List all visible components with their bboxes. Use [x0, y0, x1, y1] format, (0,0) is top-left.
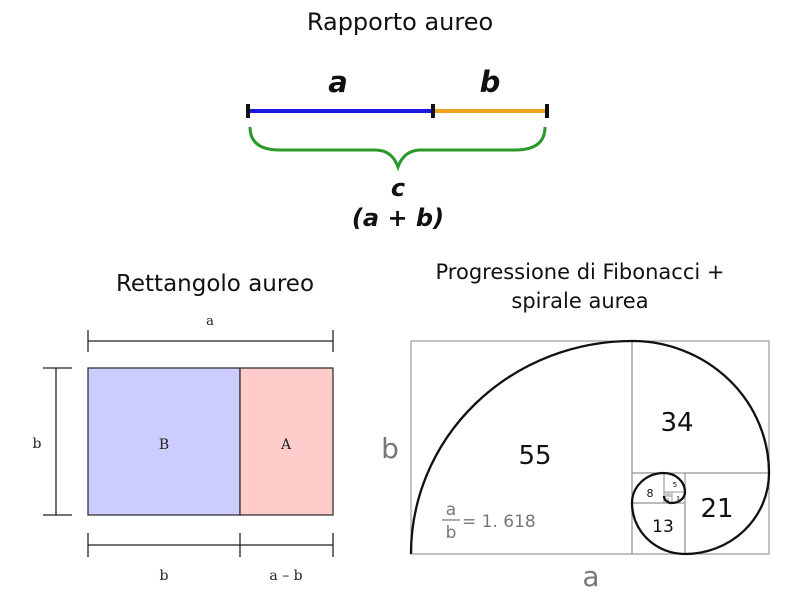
- dim-bottom-left-label: b: [160, 568, 169, 584]
- dim-bottom-right-label: a – b: [269, 568, 302, 584]
- golden-ratio-segment: a b c (a + b): [246, 65, 549, 232]
- square-b: [87, 367, 241, 516]
- fibonacci-title-line1: Progressione di Fibonacci +: [435, 260, 725, 284]
- fibonacci-title-line2: spirale aurea: [511, 289, 649, 313]
- ratio-numerator: a: [446, 500, 456, 520]
- fib-label-21: 21: [700, 494, 733, 524]
- label-sum: (a + b): [352, 204, 444, 232]
- fib-side-label: b: [381, 432, 399, 465]
- golden-rectangle-title: Rettangolo aureo: [115, 271, 315, 297]
- label-c: c: [391, 174, 405, 202]
- fib-label-55: 55: [518, 441, 551, 471]
- golden-ratio-title: Rapporto aureo: [306, 8, 494, 36]
- fib-label-1: 1: [665, 492, 667, 496]
- label-b: b: [480, 65, 501, 99]
- fib-label-2: 2: [667, 498, 670, 503]
- dim-left-label: b: [33, 436, 42, 452]
- rectangle-a-label: A: [280, 437, 292, 453]
- sum-brace: [248, 126, 547, 172]
- ratio-denominator: b: [446, 523, 457, 543]
- square-b-label: B: [159, 437, 169, 453]
- fibonacci-diagram: 55 34 21 13 8 5 3 2 1 1 b a a b = 1. 618: [381, 339, 771, 593]
- fib-square-1b: [667, 491, 673, 497]
- fib-label-8: 8: [647, 487, 654, 500]
- rectangle-a: [239, 367, 334, 516]
- fib-label-1b: 1: [669, 492, 671, 496]
- fib-square-34: [631, 340, 770, 474]
- golden-spiral: [409, 339, 771, 556]
- ratio-value: = 1. 618: [462, 512, 536, 532]
- dim-top-label: a: [206, 314, 214, 329]
- golden-rectangle: a b B A b a – b: [33, 314, 334, 584]
- fib-label-5: 5: [673, 481, 677, 489]
- fib-label-3: 3: [676, 496, 679, 502]
- fib-label-34: 34: [660, 408, 693, 438]
- label-a: a: [328, 65, 348, 99]
- fib-bottom-label: a: [582, 560, 599, 593]
- fibonacci-title: Progressione di Fibonacci + spirale aure…: [400, 258, 760, 316]
- fib-label-13: 13: [652, 517, 674, 537]
